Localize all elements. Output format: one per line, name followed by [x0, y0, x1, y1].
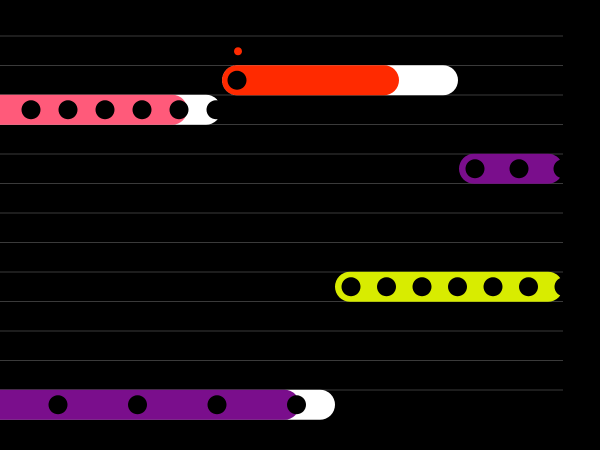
bar-yellow-dot[interactable] — [341, 277, 361, 297]
bar-yellow-dot[interactable] — [412, 277, 432, 297]
bar-purple-dot[interactable] — [465, 159, 485, 179]
bar-violet-fill[interactable] — [0, 389, 300, 420]
bar-pink-dot[interactable] — [169, 100, 189, 120]
bar-pink-dot[interactable] — [21, 100, 41, 120]
marker-dot — [234, 47, 242, 56]
bar-yellow-dot[interactable] — [377, 277, 396, 297]
bar-violet-dot[interactable] — [128, 395, 147, 415]
bar-pink-dot[interactable] — [58, 100, 78, 120]
bar-violet-dot[interactable] — [48, 395, 68, 415]
bar-pink-dot[interactable] — [206, 100, 226, 120]
bar-yellow-dot[interactable] — [519, 277, 538, 297]
bar-red-fill[interactable] — [222, 65, 399, 96]
bar-pink-dot[interactable] — [95, 100, 115, 120]
bar-violet-dot[interactable] — [207, 395, 227, 415]
bar-violet-dot[interactable] — [287, 395, 306, 415]
bar-purple-dot[interactable] — [553, 159, 573, 179]
bar-pink-dot[interactable] — [132, 100, 152, 120]
bar-yellow-dot[interactable] — [448, 277, 467, 297]
bar-red-dot[interactable] — [227, 70, 247, 90]
bar-yellow-dot[interactable] — [554, 277, 574, 297]
bar-yellow-dot[interactable] — [483, 277, 503, 297]
bar-purple-dot[interactable] — [509, 159, 529, 179]
